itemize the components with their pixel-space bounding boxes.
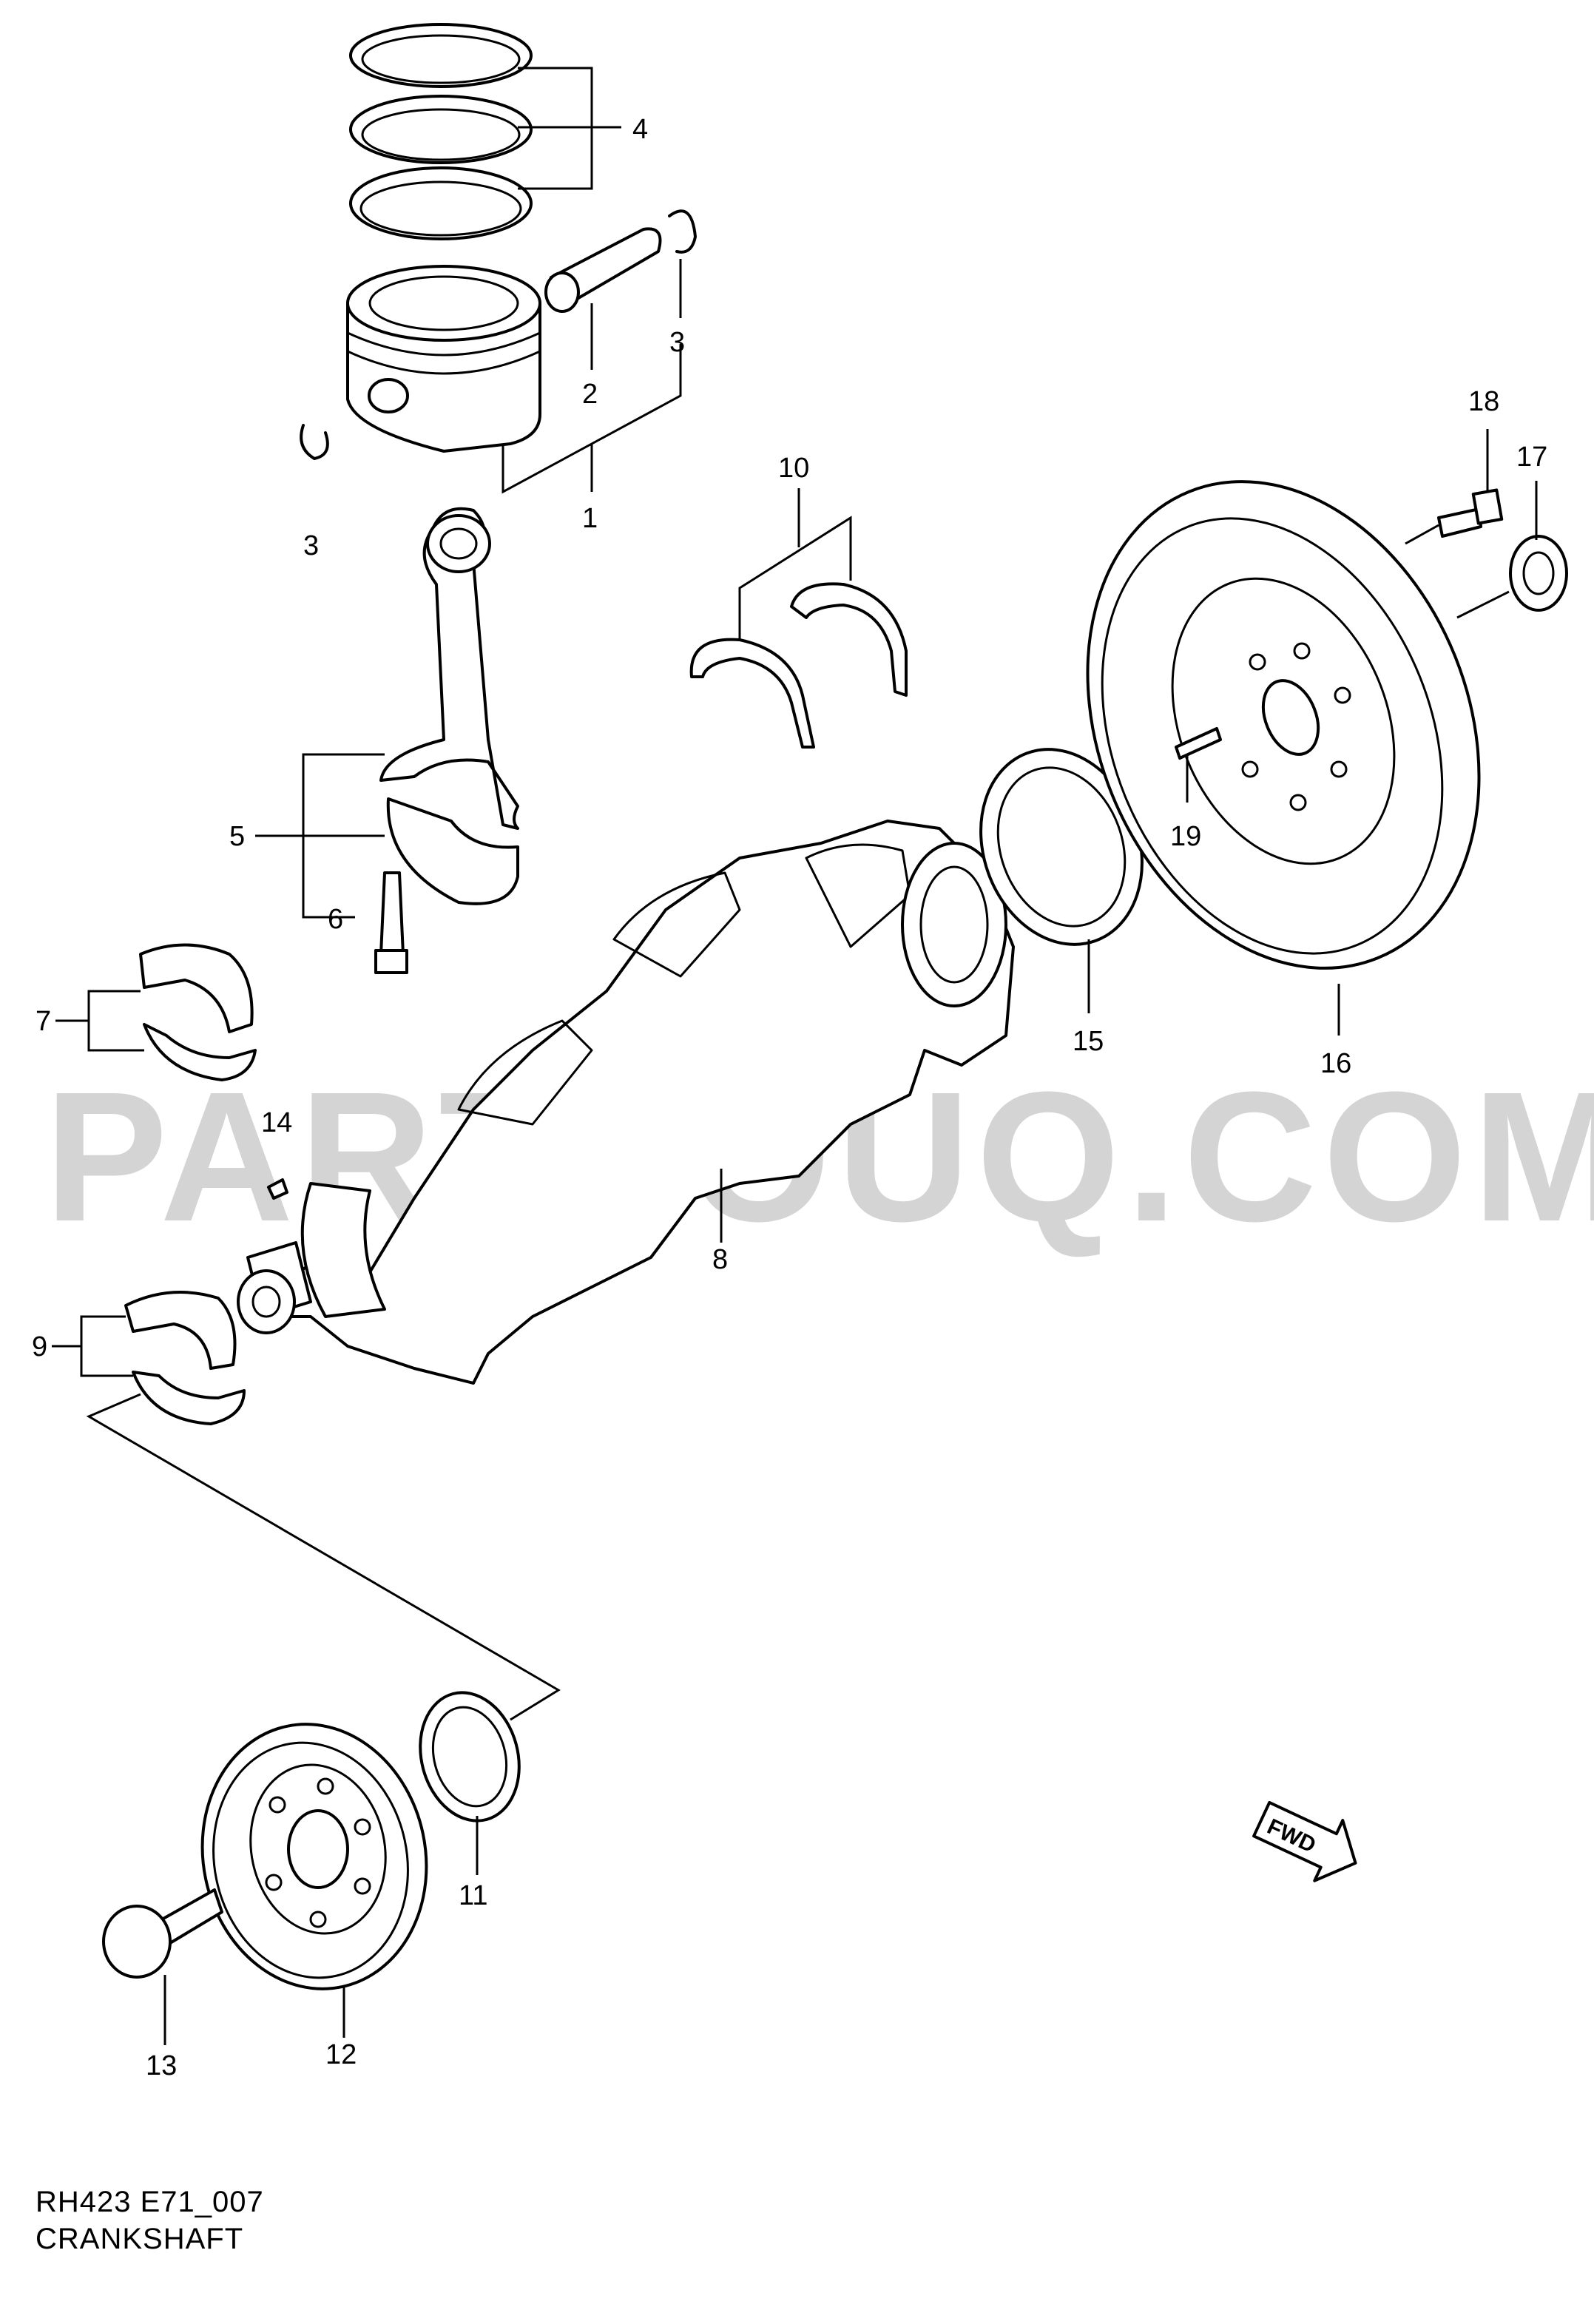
fwd-arrow: FWD [1252,1800,1357,1882]
leader-9 [52,1315,133,1377]
piston-rings[interactable] [349,23,533,240]
assembly-line [86,1393,561,1721]
rod-bolt[interactable] [374,871,408,974]
callout-17[interactable]: 17 [1516,442,1547,473]
crankshaft-pulley[interactable] [178,1703,450,2010]
callout-9[interactable]: 9 [32,1331,47,1362]
snap-ring-right[interactable] [668,209,697,254]
leader-7 [55,990,144,1052]
callout-19[interactable]: 19 [1170,821,1201,852]
crankshaft[interactable] [237,820,1015,1385]
callout-6[interactable]: 6 [328,904,343,935]
leader-17 [1456,481,1538,619]
connecting-rod[interactable] [379,507,519,905]
callout-8[interactable]: 8 [712,1244,728,1275]
flywheel-bolt[interactable] [1437,488,1504,538]
callout-16[interactable]: 16 [1320,1048,1351,1079]
dowel-pin[interactable] [1175,727,1222,760]
callout-12[interactable]: 12 [325,2039,357,2070]
leader-18 [1405,429,1489,545]
callout-3[interactable]: 3 [303,530,319,561]
callout-3[interactable]: 3 [669,327,685,358]
leader-1 [501,344,682,494]
piston-pin[interactable] [544,227,662,313]
callout-13[interactable]: 13 [146,2050,177,2081]
callout-10[interactable]: 10 [778,453,809,484]
front-oil-seal[interactable] [406,1681,533,1832]
callout-18[interactable]: 18 [1468,386,1499,417]
callout-5[interactable]: 5 [229,821,245,852]
callout-2[interactable]: 2 [582,379,598,410]
thrust-bearing[interactable] [689,582,908,749]
diagram-title: CRANKSHAFT [36,2223,244,2255]
diagram-code: RH423 E71_007 [36,2186,264,2218]
callout-14[interactable]: 14 [261,1107,292,1138]
connecting-rod-bearing[interactable] [139,943,257,1081]
callout-7[interactable]: 7 [36,1006,51,1037]
woodruff-key[interactable] [267,1178,288,1200]
callout-11[interactable]: 11 [459,1880,487,1911]
pulley-bolt[interactable] [102,1888,223,1979]
main-bearing[interactable] [124,1291,246,1425]
callout-15[interactable]: 15 [1073,1026,1104,1057]
snap-ring-left[interactable] [300,424,329,460]
pilot-bearing[interactable] [1509,535,1568,612]
leader-4 [518,67,621,190]
leader-5 [255,753,385,919]
callout-4[interactable]: 4 [632,114,648,145]
callout-1[interactable]: 1 [582,503,598,534]
leader-10 [738,488,852,640]
piston[interactable] [346,265,541,453]
flywheel[interactable] [1018,422,1549,1027]
